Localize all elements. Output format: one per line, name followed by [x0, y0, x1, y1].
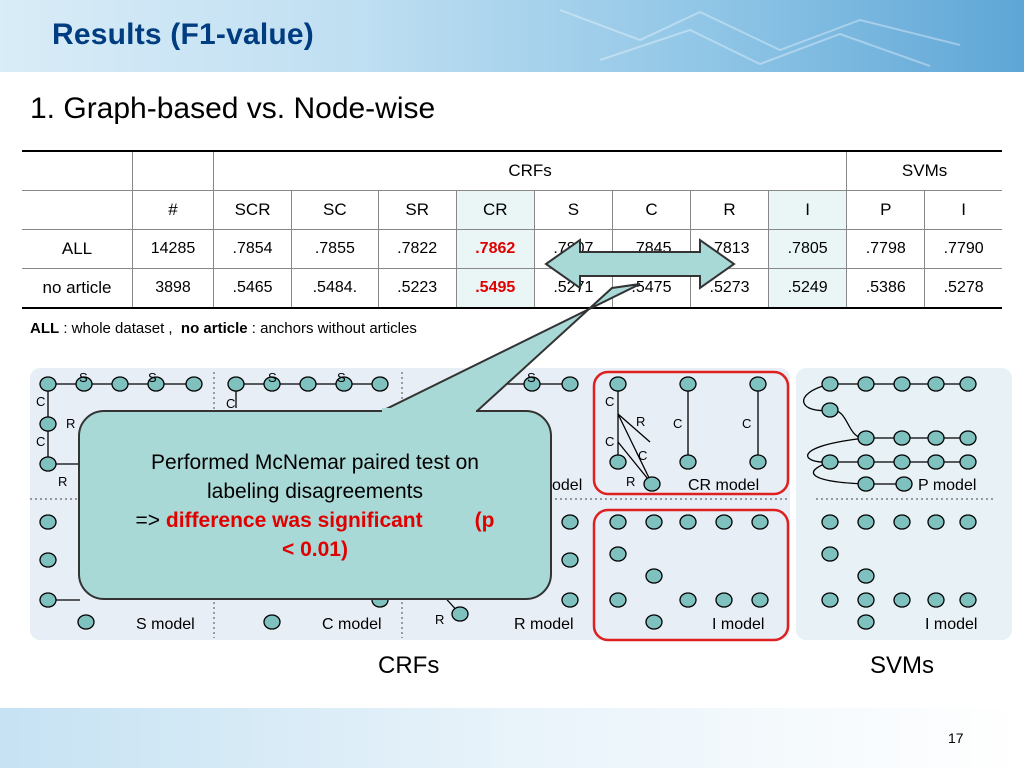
node-letter-r: R: [58, 474, 67, 489]
table-cell: .7798: [846, 229, 926, 269]
table-cell-best: .7862: [455, 229, 535, 269]
slide-subtitle: 1. Graph-based vs. Node-wise: [30, 92, 436, 125]
page-number: 17: [948, 730, 964, 746]
i-model-svm-nodes: [821, 514, 977, 630]
results-table: CRFs SVMs # SCR SC SR CR S C R I P I ALL…: [22, 150, 1002, 309]
table-cell: .7854: [212, 229, 293, 269]
table-row-column-header: # SCR SC SR CR S C R I P I: [22, 190, 1002, 230]
p-model-label: P model: [918, 477, 977, 494]
table-cell-empty: [22, 190, 133, 230]
table-column-header: SR: [377, 190, 457, 230]
callout-line-1: Performed McNemar paired test on: [151, 451, 479, 474]
node-letters: S S S S S C C C R R C C R C R C C R: [36, 370, 751, 627]
crfs-group-label: CRFs: [378, 652, 440, 679]
callout-highlight: difference was significant: [165, 509, 423, 532]
c-model-nodes: [227, 376, 389, 630]
s-model-label: S model: [136, 616, 195, 633]
legend-term-all: ALL: [30, 320, 60, 337]
legend-term-no-article: no article: [180, 320, 248, 337]
node-letter-c: C: [742, 416, 751, 431]
node-letter-c: C: [673, 416, 682, 431]
table-cell-empty: [132, 150, 214, 191]
table-column-header: I: [768, 190, 848, 230]
svms-group-label: SVMs: [870, 652, 935, 679]
table-column-header: SCR: [212, 190, 293, 230]
legend-line: ALL : whole dataset , no article : ancho…: [30, 320, 417, 337]
legend-desc-all: : whole dataset ,: [59, 320, 173, 337]
callout-line-2: labeling disagreements: [207, 480, 423, 503]
i-model-crf-nodes: [609, 514, 769, 630]
i-model-crf-box: [592, 508, 790, 642]
node-letter-c: C: [638, 448, 647, 463]
node-letter-c: C: [36, 434, 45, 449]
i-model-svm-label: I model: [925, 616, 978, 633]
callout-seam: [382, 408, 476, 416]
node-letter-c: C: [226, 396, 235, 411]
cr-model-edges: [617, 384, 759, 485]
table-cell: .7790: [924, 229, 1002, 269]
table-column-header: CR: [455, 190, 535, 230]
table-cell: 3898: [132, 268, 214, 309]
r-model-label: R model: [514, 616, 574, 633]
node-letter-c: C: [36, 394, 45, 409]
table-cell: .7822: [377, 229, 457, 269]
table-cell: .5386: [846, 268, 926, 309]
cr-model-nodes: [609, 376, 767, 492]
cr-model-box: [592, 370, 790, 496]
cr-model-label: CR model: [688, 477, 760, 494]
table-column-header: S: [533, 190, 613, 230]
node-letter-c: C: [605, 394, 614, 409]
table-cell: 14285: [132, 229, 214, 269]
table-cell: .7855: [291, 229, 379, 269]
scr-model-label: odel: [552, 477, 583, 494]
s-model-nodes: [39, 376, 203, 630]
table-cell: .5223: [377, 268, 457, 309]
table-cell-best: .5495: [455, 268, 535, 309]
header-band: [0, 0, 1024, 72]
node-letter-s: S: [527, 370, 536, 385]
footer-band: [0, 708, 1024, 768]
table-row-label: ALL: [22, 229, 133, 269]
table-cell: .5465: [212, 268, 293, 309]
callout-suffix-b: < 0.01): [282, 538, 348, 561]
node-letter-s: S: [268, 370, 277, 385]
node-letter-s: S: [79, 370, 88, 385]
table-cell: .5278: [924, 268, 1002, 309]
node-letter-s: S: [148, 370, 157, 385]
table-column-header: SC: [291, 190, 379, 230]
table-row-group-header: CRFs SVMs: [22, 150, 1002, 191]
legend-desc-no-article: : anchors without articles: [247, 320, 417, 337]
node-letter-s: S: [337, 370, 346, 385]
table-cell: .5484.: [291, 268, 379, 309]
node-letter-r: R: [66, 416, 75, 431]
slide-title: Results (F1-value): [52, 18, 314, 51]
callout-prefix: =>: [135, 509, 166, 532]
model-graphs-diagram: S S S S S C C C R R C C R C R C C R: [30, 370, 994, 642]
table-column-header: #: [132, 190, 214, 230]
i-model-crf-label: I model: [712, 616, 765, 633]
table-cell: .7805: [768, 229, 848, 269]
p-model-nodes: [821, 376, 977, 492]
callout-suffix-a: (p: [474, 509, 495, 532]
callout-line-3: => difference was significant (p: [78, 506, 552, 535]
table-column-header: R: [689, 190, 770, 230]
header-decoration: [559, 9, 961, 67]
table-cell: .5249: [768, 268, 848, 309]
callout-text: Performed McNemar paired test on labelin…: [78, 448, 552, 564]
node-letter-c: C: [605, 434, 614, 449]
callout-box: [78, 410, 552, 600]
callout-pointer: [379, 283, 641, 413]
node-letter-r: R: [626, 474, 635, 489]
table-group-header-svms: SVMs: [846, 150, 1002, 191]
node-letter-r: R: [435, 612, 444, 627]
table-cell-empty: [22, 150, 133, 191]
double-arrow-icon: [544, 238, 736, 290]
node-letter-r: R: [636, 414, 645, 429]
c-model-label: C model: [322, 616, 382, 633]
